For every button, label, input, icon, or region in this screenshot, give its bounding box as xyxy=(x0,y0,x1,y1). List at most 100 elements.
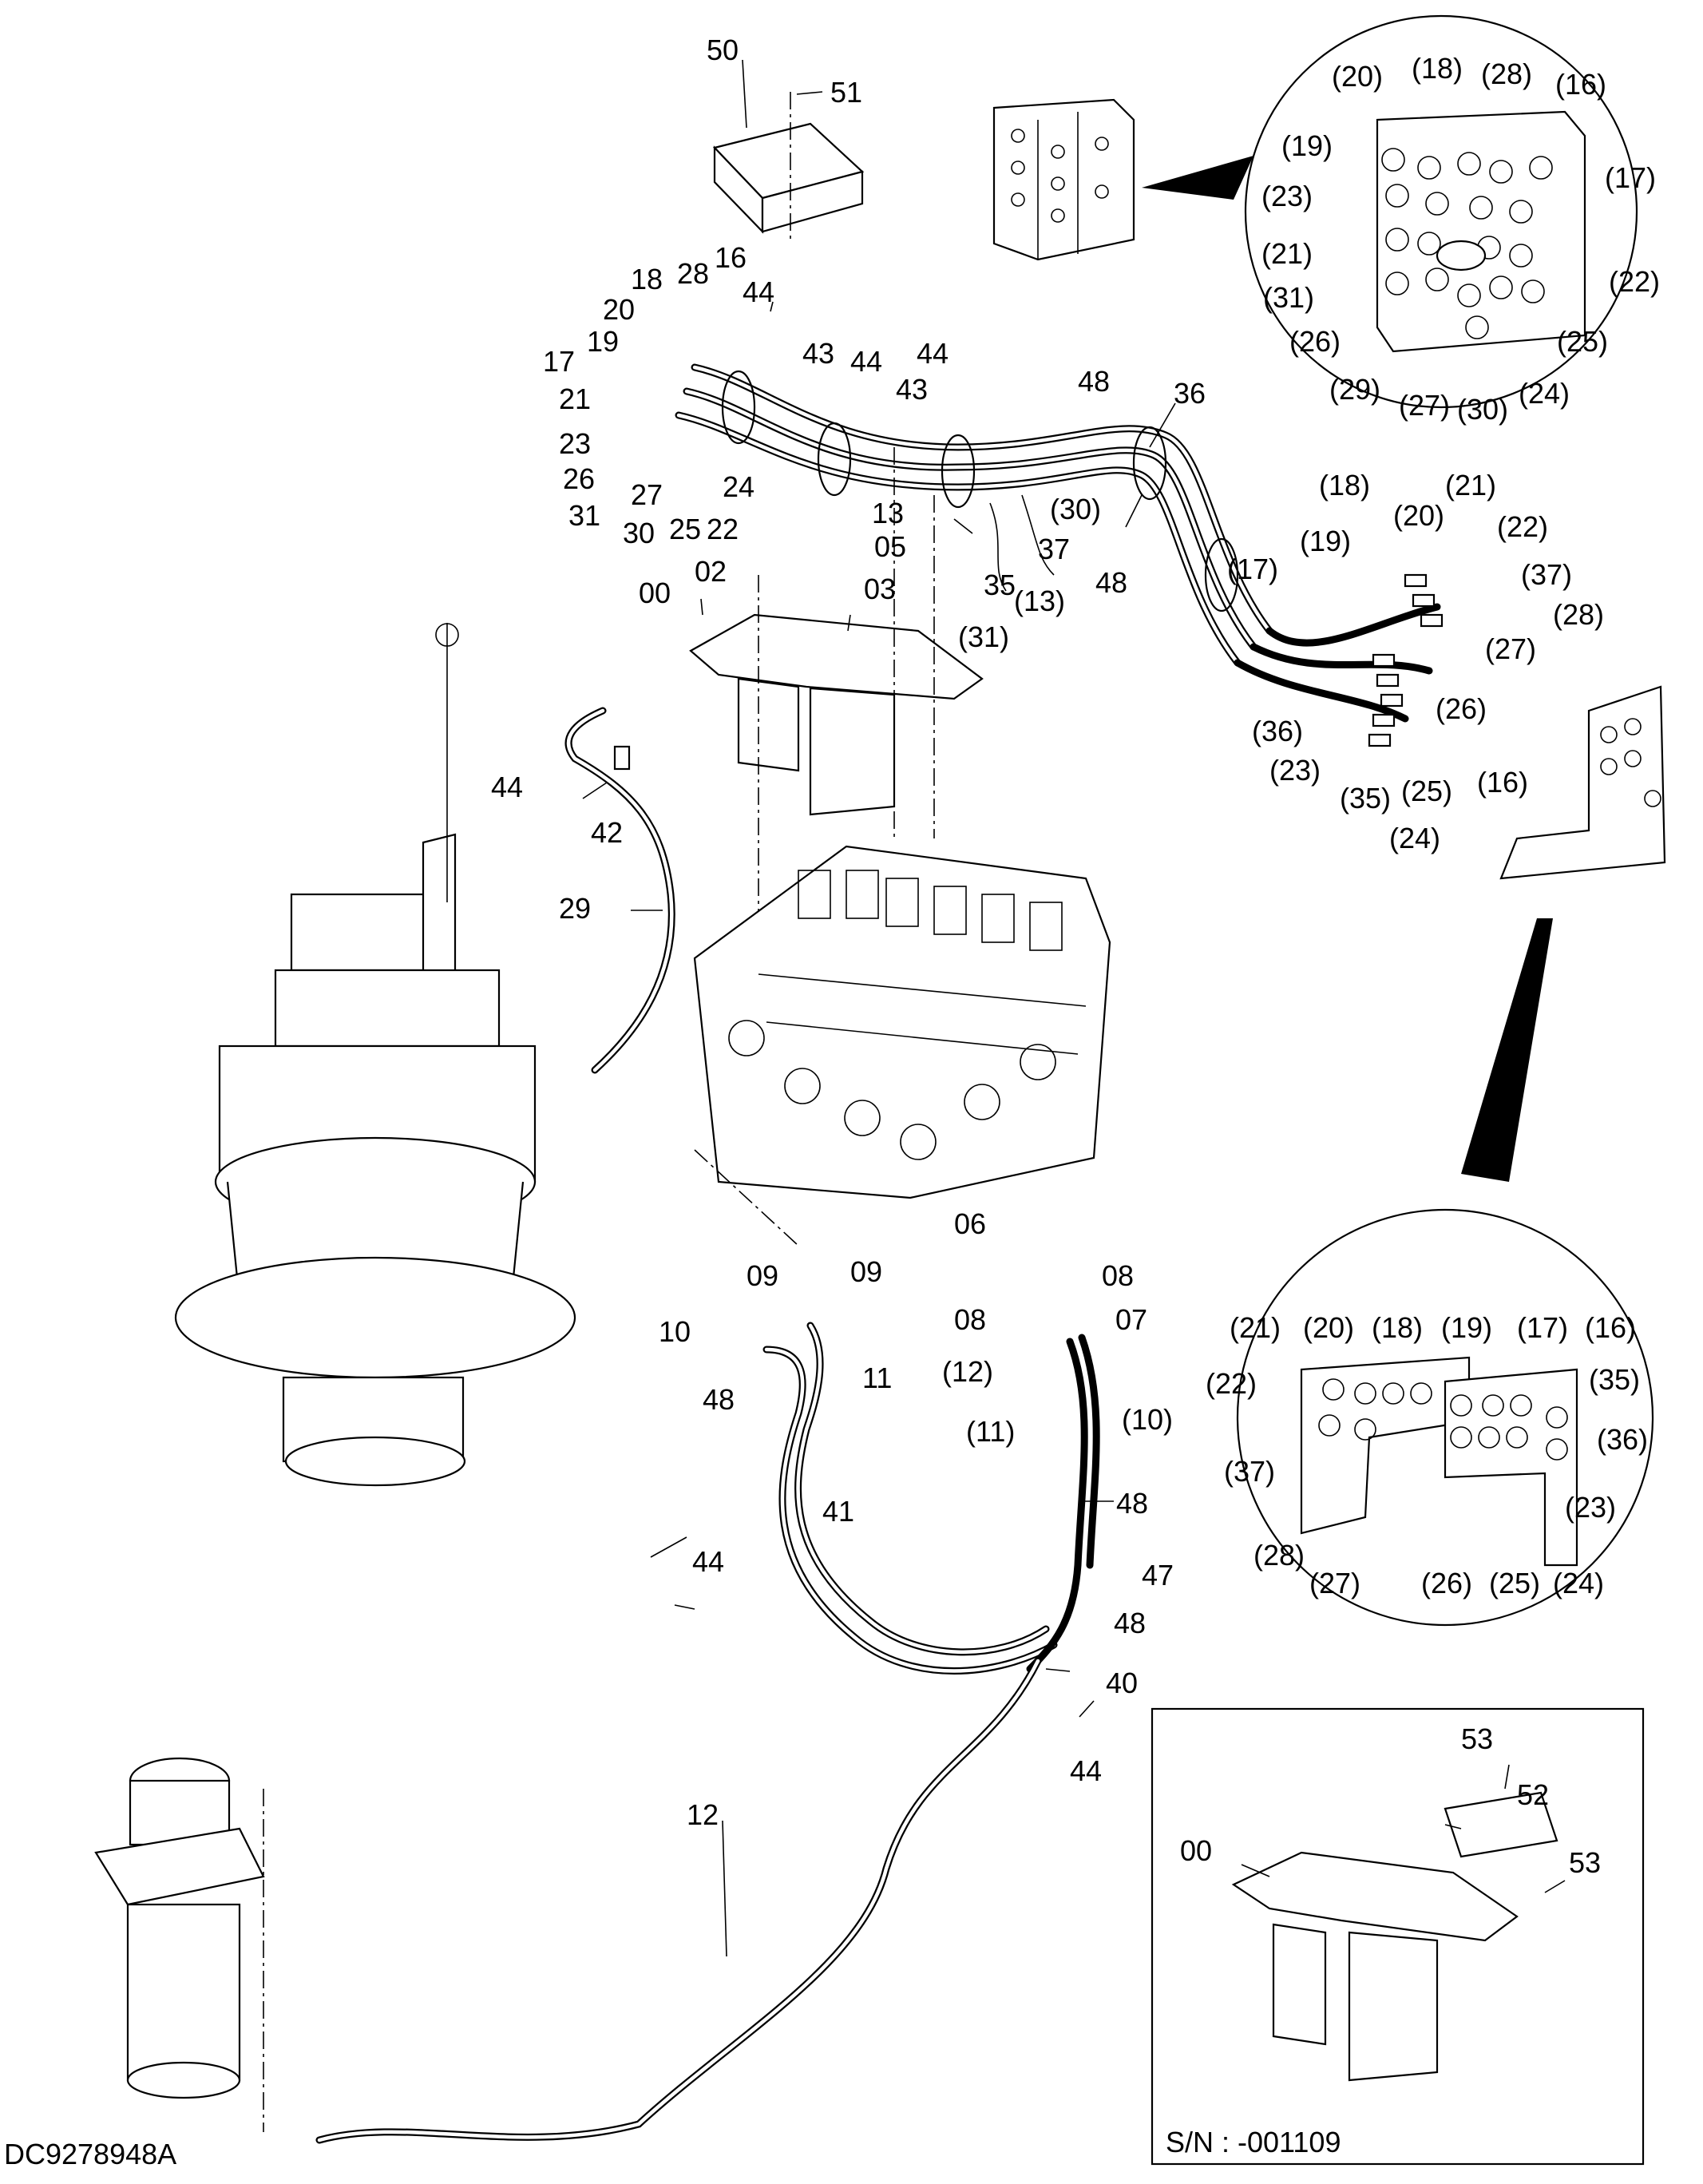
serial-note: S/N : -001109 xyxy=(1166,2126,1341,2158)
fan-label: (18) xyxy=(1319,469,1370,501)
circle-bottom-label: (20) xyxy=(1303,1311,1354,1344)
callout-23: 23 xyxy=(559,427,591,460)
fan-label: (20) xyxy=(1393,499,1444,532)
callout-13p: (13) xyxy=(1014,585,1065,617)
callout-43-b: 43 xyxy=(896,373,928,406)
hoses-lower xyxy=(315,1322,1100,2144)
callout-03: 03 xyxy=(864,573,896,605)
circle-top-label: (26) xyxy=(1289,325,1341,358)
circle-bottom-label: (18) xyxy=(1372,1311,1423,1344)
fan-label: (27) xyxy=(1485,632,1536,665)
callout-44-a: 44 xyxy=(743,275,774,308)
callout-43-a: 43 xyxy=(802,337,834,370)
callout-30: 30 xyxy=(623,517,655,549)
circle-bottom-label: (22) xyxy=(1206,1367,1257,1400)
callout-19: 19 xyxy=(587,325,619,358)
fan-label: (35) xyxy=(1340,782,1391,815)
callout-44-e: 44 xyxy=(692,1545,724,1578)
callout-44-f: 44 xyxy=(1070,1754,1102,1787)
circle-top-labels: (20) (18) (28) (16) (19) (17) (23) (21) … xyxy=(1261,52,1660,426)
callout-12: 12 xyxy=(687,1798,719,1831)
callout-13: 13 xyxy=(872,497,904,529)
circle-top-label: (27) xyxy=(1399,389,1450,422)
circle-bottom-label: (19) xyxy=(1441,1311,1492,1344)
circle-top-label: (30) xyxy=(1457,393,1508,426)
circle-bottom-label: (37) xyxy=(1224,1455,1275,1488)
fan-label: (25) xyxy=(1401,775,1452,807)
callout-48-a: 48 xyxy=(1078,365,1110,398)
callout-36: 36 xyxy=(1174,377,1206,410)
callout-11: 11 xyxy=(862,1362,892,1394)
fan-label: (16) xyxy=(1477,766,1528,799)
callout-48-d: 48 xyxy=(1116,1487,1148,1520)
control-valve xyxy=(693,845,1111,1247)
circle-top-label: (19) xyxy=(1281,129,1333,162)
callout-labels: 50 51 44 18 28 16 20 19 17 21 23 26 27 2… xyxy=(491,34,1601,1879)
callout-00-main: 00 xyxy=(639,577,671,609)
callout-41: 41 xyxy=(822,1495,854,1528)
detail-circle-bottom xyxy=(1236,1208,1654,1627)
fan-label: (22) xyxy=(1497,510,1548,543)
circle-top-label: (31) xyxy=(1263,281,1314,314)
fan-label: (19) xyxy=(1300,525,1351,557)
callout-31p: (31) xyxy=(958,620,1009,653)
callout-48-c: 48 xyxy=(703,1383,735,1416)
circle-bottom-label: (28) xyxy=(1253,1539,1305,1572)
fan-label: (28) xyxy=(1553,598,1604,631)
callout-25: 25 xyxy=(669,513,701,545)
callout-52: 52 xyxy=(1517,1778,1549,1811)
callout-18: 18 xyxy=(631,263,663,295)
callout-05: 05 xyxy=(874,530,906,563)
callout-09-a: 09 xyxy=(747,1259,778,1292)
callout-20: 20 xyxy=(603,293,635,326)
circle-top-label: (29) xyxy=(1329,373,1380,406)
callout-10p: (10) xyxy=(1122,1403,1173,1436)
callout-53-b: 53 xyxy=(1569,1846,1601,1879)
detail-pointer-bottom xyxy=(1461,918,1553,1182)
callout-53-a: 53 xyxy=(1461,1722,1493,1755)
detail-circle-top xyxy=(1244,14,1638,409)
callout-35: 35 xyxy=(984,569,1016,601)
callout-00-inset: 00 xyxy=(1180,1834,1212,1867)
right-fan-labels: (18) (20) (21) (22) (19) (37) (17) (28) … xyxy=(1227,469,1604,854)
cover-plate-50 xyxy=(712,92,865,240)
circle-top-label: (18) xyxy=(1412,52,1463,85)
mount-bracket-00 xyxy=(689,447,984,918)
fan-label: (23) xyxy=(1269,754,1321,787)
callout-10: 10 xyxy=(659,1315,691,1348)
fan-label: (21) xyxy=(1445,469,1496,501)
callout-50: 50 xyxy=(707,34,739,66)
circle-bottom-label: (35) xyxy=(1589,1363,1640,1396)
callout-44-b: 44 xyxy=(850,345,882,378)
inset-box xyxy=(1151,1707,1645,2166)
callout-27: 27 xyxy=(631,478,663,511)
circle-bottom-label: (36) xyxy=(1597,1423,1648,1456)
callout-37: 37 xyxy=(1038,533,1070,565)
callout-40: 40 xyxy=(1106,1667,1138,1699)
circle-bottom-label: (24) xyxy=(1553,1567,1604,1599)
callout-51: 51 xyxy=(830,76,862,109)
callout-42: 42 xyxy=(591,816,623,849)
callout-08-a: 08 xyxy=(954,1303,986,1336)
callout-31: 31 xyxy=(568,499,600,532)
callout-26: 26 xyxy=(563,462,595,495)
callout-11p: (11) xyxy=(966,1415,1015,1448)
callout-28: 28 xyxy=(677,257,709,290)
callout-02: 02 xyxy=(695,555,727,588)
circle-top-label: (22) xyxy=(1609,265,1660,298)
hose-fan-right xyxy=(1368,573,1444,747)
circle-bottom-label: (21) xyxy=(1230,1311,1281,1344)
leader-lines xyxy=(582,59,1566,1957)
hose-29 xyxy=(564,707,675,1074)
circle-bottom-label: (23) xyxy=(1565,1491,1616,1524)
fan-label: (17) xyxy=(1227,553,1278,585)
callout-16: 16 xyxy=(715,241,747,274)
center-joint xyxy=(94,1757,265,2132)
circle-bottom-labels: (21) (20) (18) (19) (17) (16) (22) (35) … xyxy=(1206,1311,1648,1599)
circle-top-label: (25) xyxy=(1557,325,1608,358)
callout-08-b: 08 xyxy=(1102,1259,1134,1292)
callout-44-c: 44 xyxy=(917,337,949,370)
callout-44-d: 44 xyxy=(491,771,523,803)
callout-06: 06 xyxy=(954,1207,986,1240)
